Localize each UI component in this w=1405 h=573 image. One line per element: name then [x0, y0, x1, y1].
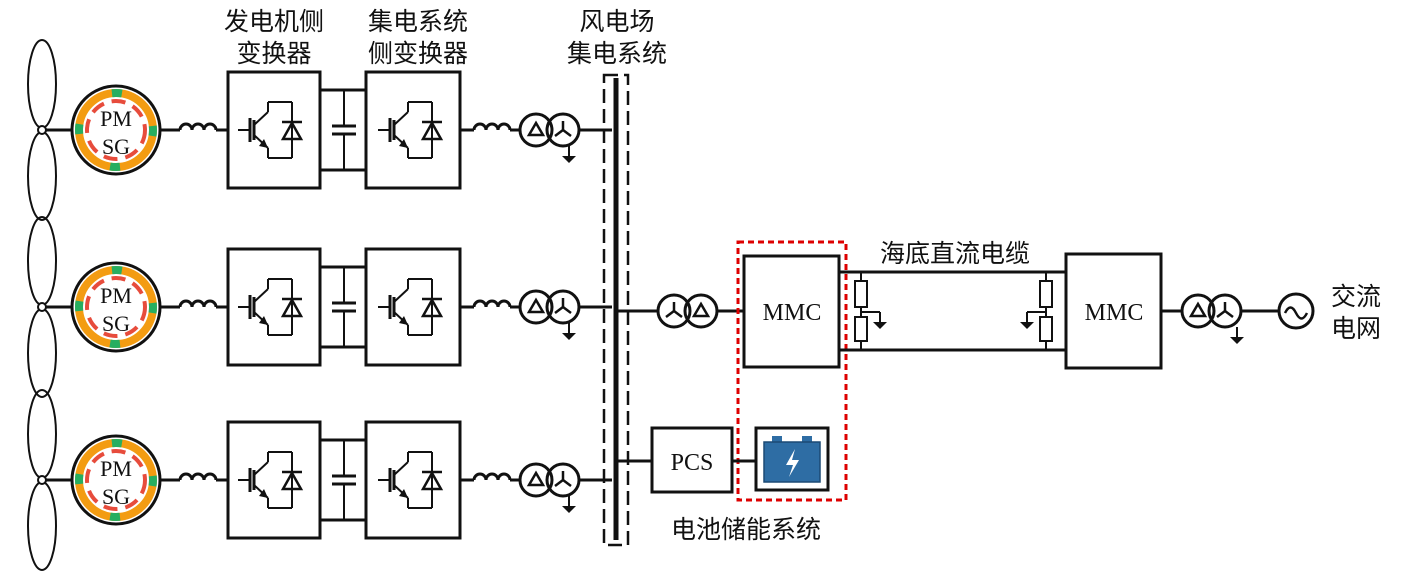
ac-source-icon [1277, 292, 1315, 330]
generator-label-sg: SG [102, 484, 130, 509]
offshore-transformer-icon [656, 293, 719, 329]
inductor-icon [472, 122, 512, 132]
turbine-row-1: PM SG [27, 39, 612, 221]
onshore-transformer-icon [1180, 293, 1243, 329]
svg-text:集电系统: 集电系统 [567, 39, 667, 68]
resistor-icon [854, 272, 887, 350]
generator-label-pm: PM [100, 283, 132, 308]
battery-icon [754, 426, 830, 492]
igbt-icon [376, 450, 444, 510]
bess-label: 电池储能系统 [671, 515, 821, 544]
collection-system-boundary [602, 73, 630, 547]
inductor-icon [472, 472, 512, 482]
igbt-icon [236, 100, 304, 160]
ground-icon [561, 495, 577, 514]
generator-label-sg: SG [102, 311, 130, 336]
transformer-icon [518, 289, 581, 325]
igbt-icon [376, 277, 444, 337]
igbt-icon [376, 100, 444, 160]
gen-side-converter-label: 发电机侧 变换器 [224, 7, 324, 68]
svg-text:集电系统: 集电系统 [368, 7, 468, 36]
turbine-row-2: PM SG [27, 216, 612, 398]
inductor-icon [178, 472, 218, 482]
subsea-dc-cable-label: 海底直流电缆 [880, 239, 1030, 268]
ground-icon [561, 145, 577, 164]
svg-text:交流: 交流 [1331, 282, 1381, 311]
svg-text:电网: 电网 [1331, 314, 1381, 343]
mmc-offshore-label: MMC [763, 300, 822, 326]
offshore-station-highlight [736, 240, 848, 502]
igbt-icon [236, 450, 304, 510]
ground-icon [1229, 326, 1245, 345]
mmc-onshore-label: MMC [1085, 300, 1144, 326]
svg-text:风电场: 风电场 [579, 7, 654, 36]
mmc-offshore [742, 254, 841, 369]
transformer-icon [518, 462, 581, 498]
generator-label-pm: PM [100, 456, 132, 481]
generator-label-sg: SG [102, 134, 130, 159]
inductor-icon [178, 122, 218, 132]
generator-label-pm: PM [100, 106, 132, 131]
resistor-icon [1020, 272, 1053, 350]
wind-farm-collect-label: 风电场 集电系统 [567, 7, 667, 68]
collect-side-converter-label: 集电系统 侧变换器 [368, 7, 468, 68]
igbt-icon [236, 277, 304, 337]
inductor-icon [178, 299, 218, 309]
turbine-row-3: PM SG [27, 389, 612, 571]
pcs-label: PCS [671, 450, 714, 476]
transformer-icon [518, 112, 581, 148]
ac-grid-label: 交流 电网 [1331, 282, 1381, 343]
svg-text:侧变换器: 侧变换器 [368, 39, 468, 68]
svg-text:发电机侧: 发电机侧 [224, 7, 324, 36]
svg-text:变换器: 变换器 [236, 39, 311, 68]
inductor-icon [472, 299, 512, 309]
ground-icon [561, 322, 577, 341]
